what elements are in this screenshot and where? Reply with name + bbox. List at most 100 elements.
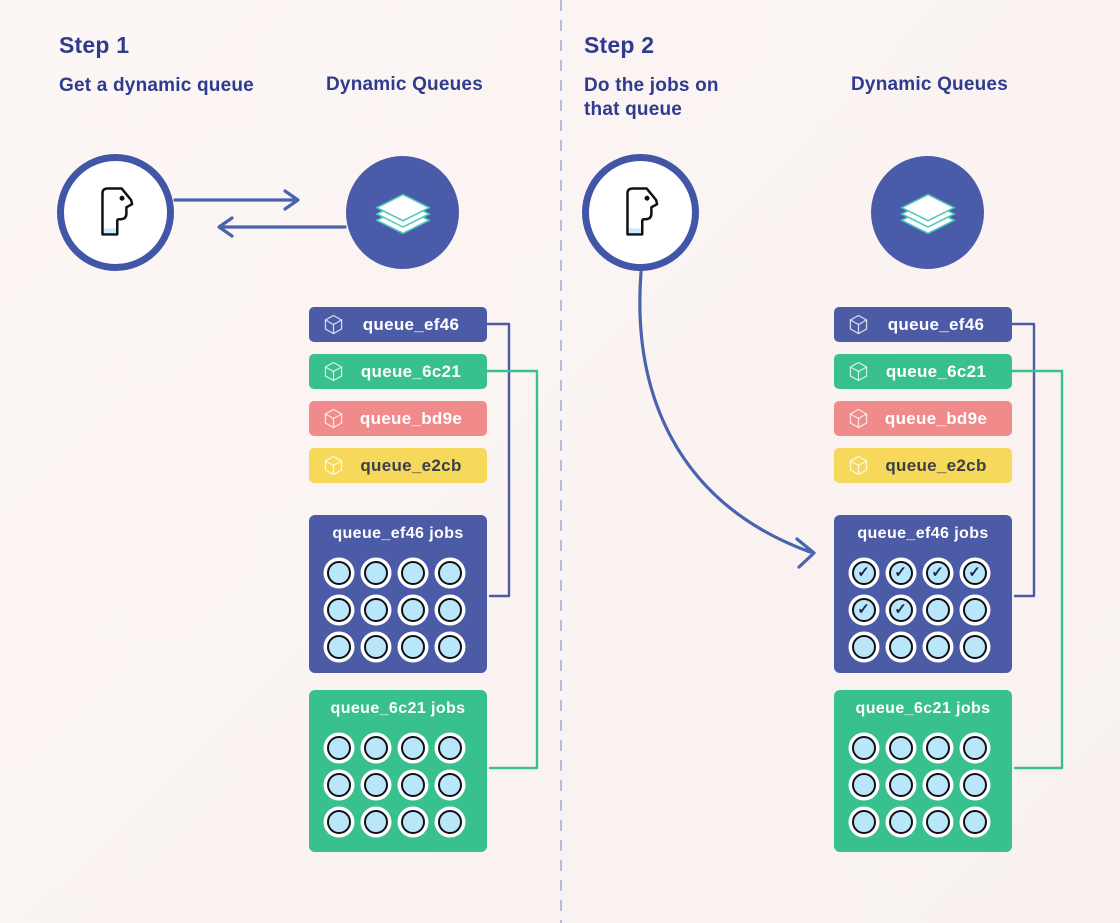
job-circle [437,772,462,797]
package-cube-icon [324,314,343,335]
job-done-circle: ✓ [888,560,913,585]
check-icon: ✓ [968,563,981,581]
queue-label-text: queue_e2cb [885,455,987,475]
queue-label-text: queue_e2cb [360,455,462,475]
column-title: Dynamic Queues [851,74,1008,95]
queue-label-text: queue_ef46 [887,314,985,334]
queue-label-text: queue_6c21 [360,361,462,381]
job-circle [363,560,388,585]
step-divider [560,0,562,923]
queue-label-text: queue_ef46 [362,314,460,334]
job-circle [400,560,425,585]
job-circle [962,772,987,797]
queue-label-text: queue_bd9e [359,408,463,428]
jobs-box: queue_6c21 jobs [309,690,487,852]
job-circle [437,809,462,834]
layer-stack-icon [899,193,956,234]
job-circle [888,772,913,797]
package-cube-icon [849,314,868,335]
job-done-circle: ✓ [888,597,913,622]
queue-label-text: queue_bd9e [884,408,988,428]
job-circle [400,809,425,834]
package-cube-icon [849,455,868,476]
step-subtitle: Get a dynamic queue [59,75,254,96]
step-1-panel: Step 1 Get a dynamic queue Dynamic Queue… [57,32,487,852]
column-title: Dynamic Queues [326,74,483,95]
step-title: Step 1 [59,32,130,58]
job-circle [925,634,950,659]
job-circle [925,772,950,797]
job-circle [326,809,351,834]
package-cube-icon [324,455,343,476]
job-grid: ✓ ✓ ✓ ✓ ✓ ✓ [845,554,993,665]
check-icon: ✓ [894,600,907,618]
job-circle [326,735,351,760]
jobs-box-title: queue_ef46 jobs [332,525,464,542]
person-profile-icon [100,186,133,236]
job-circle [363,809,388,834]
package-cube-icon [324,408,343,429]
step-subtitle: Do the jobs on that queue [584,75,719,120]
job-grid [845,729,993,840]
job-circle [326,597,351,622]
jobs-box-title: queue_6c21 jobs [330,700,466,717]
job-circle [962,634,987,659]
queue-label: queue_ef46 [834,307,1012,342]
job-circle [326,560,351,585]
queue-label: queue_e2cb [834,448,1012,483]
job-done-circle: ✓ [925,560,950,585]
job-done-circle: ✓ [851,560,876,585]
job-circle [400,634,425,659]
job-circle [925,597,950,622]
job-circle [400,597,425,622]
jobs-box: queue_ef46 jobs ✓ ✓ ✓ ✓ ✓ ✓ [834,515,1012,673]
queue-label: queue_6c21 [834,354,1012,389]
job-done-circle: ✓ [851,597,876,622]
queue-label-text: queue_6c21 [885,361,987,381]
job-circle [363,597,388,622]
job-circle [962,735,987,760]
package-cube-icon [849,361,868,382]
job-circle [437,597,462,622]
job-circle [888,634,913,659]
check-icon: ✓ [894,563,907,581]
jobs-box-title: queue_ef46 jobs [857,525,989,542]
job-circle [925,809,950,834]
eye-dot [119,195,125,201]
collar-shade [628,227,641,233]
step-title: Step 2 [584,32,655,58]
job-circle [363,634,388,659]
step-2-panel: Step 2 Do the jobs on that queue Dynamic… [525,0,1085,923]
package-cube-icon [849,408,868,429]
queue-label: queue_bd9e [834,401,1012,436]
queue-label: queue_ef46 [309,307,487,342]
job-circle [888,809,913,834]
job-grid [320,729,468,840]
queue-label: queue_e2cb [309,448,487,483]
check-icon: ✓ [931,563,944,581]
queue-label: queue_bd9e [309,401,487,436]
jobs-box-title: queue_6c21 jobs [855,700,991,717]
job-circle [437,634,462,659]
package-cube-icon [324,361,343,382]
worker-avatar [57,154,174,271]
queues-stack-badge [346,156,459,269]
queues-stack-badge [871,156,984,269]
job-circle [962,597,987,622]
job-circle [400,772,425,797]
check-icon: ✓ [857,600,870,618]
jobs-box: queue_ef46 jobs [309,515,487,673]
job-circle [437,735,462,760]
job-circle [363,735,388,760]
job-circle [851,735,876,760]
job-circle [363,772,388,797]
job-circle [326,634,351,659]
job-circle [851,809,876,834]
layer-stack-icon [374,193,431,234]
job-done-circle: ✓ [962,560,987,585]
job-circle [925,735,950,760]
queue-label: queue_6c21 [309,354,487,389]
job-grid [320,554,468,665]
job-circle [851,772,876,797]
